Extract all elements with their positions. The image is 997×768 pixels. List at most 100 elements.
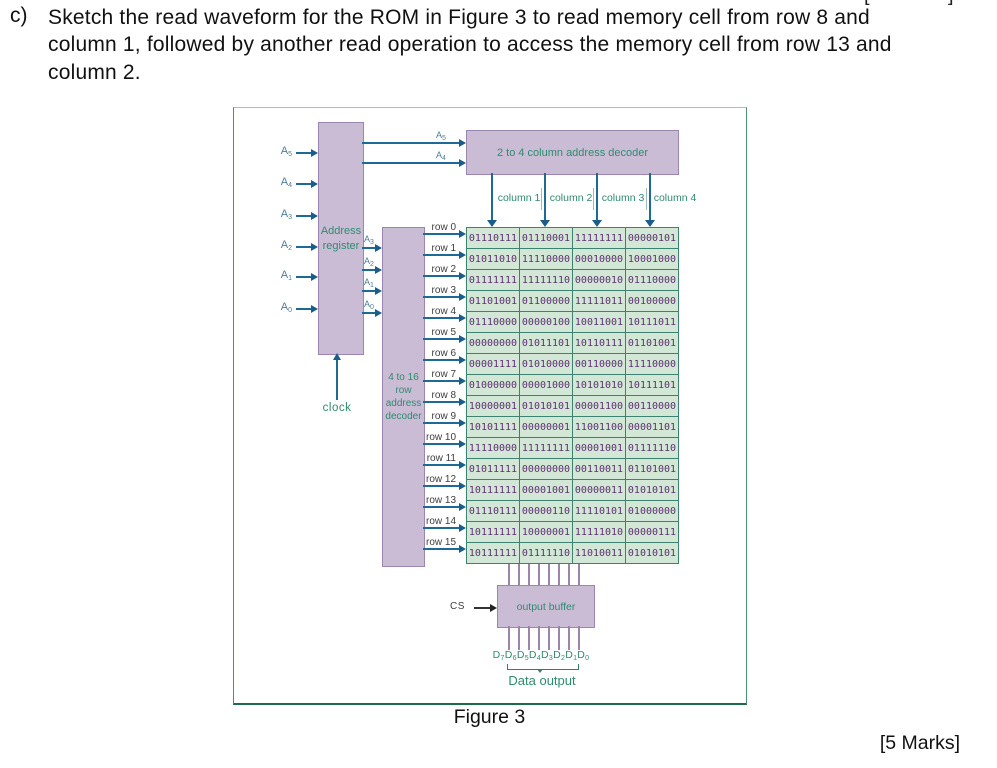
input-arrowhead (311, 212, 318, 220)
register-tap-arrowhead (375, 266, 382, 274)
row-label: row 15 (425, 537, 456, 548)
register-tap-line (362, 247, 375, 249)
row-arrow-line (423, 443, 459, 445)
memory-cell: 11110000 (626, 354, 679, 375)
data-line (568, 626, 570, 650)
row-arrowhead (459, 251, 466, 259)
data-bit-base: D (516, 649, 525, 661)
column-arrow-line (544, 173, 546, 221)
input-arrow-line (296, 308, 311, 310)
memory-cell: 10111111 (467, 480, 520, 501)
question-text: Sketch the read waveform for the ROM in … (48, 4, 963, 86)
register-output-label-base: A (436, 130, 443, 140)
clock-line (336, 358, 338, 400)
row-arrowhead (459, 419, 466, 427)
input-label: A2 (262, 239, 292, 252)
underbrace-notch (537, 669, 543, 673)
data-bit: D6 (504, 649, 517, 662)
marks-label: [5 Marks] (879, 732, 960, 754)
memory-cell: 11111011 (573, 291, 626, 312)
question-line: Sketch the read waveform for the ROM in … (48, 6, 870, 29)
register-tap-label: A3 (364, 234, 374, 246)
memory-cell: 00000000 (467, 333, 520, 354)
row-arrow-line (423, 548, 459, 550)
input-label: A1 (262, 269, 292, 282)
memory-cell: 00001101 (626, 417, 679, 438)
data-bit: D7 (493, 649, 505, 662)
data-bit-base: D (565, 649, 574, 661)
data-bits-label: D7D6D5D4D3D2D1D0 (492, 649, 590, 662)
memory-cell: 10000001 (467, 396, 520, 417)
data-line (518, 626, 520, 650)
memory-cell: 01110000 (626, 270, 679, 291)
register-tap-arrowhead (375, 244, 382, 252)
row-label: row 6 (431, 348, 456, 359)
column-label: column 1 (497, 192, 541, 204)
memory-cell: 11111110 (520, 270, 573, 291)
register-tap-line (362, 269, 375, 271)
input-label: A3 (262, 208, 292, 221)
memory-cell: 01100000 (520, 291, 573, 312)
column-label: column 4 (653, 192, 697, 204)
memory-cell: 01101001 (626, 459, 679, 480)
memory-cell: 01110111 (467, 501, 520, 522)
data-bit-sub: 5 (524, 655, 529, 662)
column-arrow-line (596, 173, 598, 221)
register-output-line (362, 162, 459, 164)
memory-cell: 00001100 (573, 396, 626, 417)
register-output-label-base: A (436, 150, 443, 160)
memory-cell: 10000001 (520, 522, 573, 543)
row-label: row 8 (431, 390, 456, 401)
register-tap-label-sub: 0 (370, 304, 374, 311)
memory-cell: 00110000 (573, 354, 626, 375)
register-output-label: A5 (436, 130, 446, 142)
input-label: A5 (262, 145, 292, 158)
register-tap-label: A0 (364, 299, 374, 311)
memory-cell: 10111111 (467, 522, 520, 543)
memory-cell: 01011111 (467, 459, 520, 480)
row-label: row 3 (431, 285, 456, 296)
row-arrow-line (423, 317, 459, 319)
input-label-base: A (280, 145, 289, 157)
memory-cell: 00000100 (520, 312, 573, 333)
clock-label: clock (322, 402, 352, 414)
data-bit-base: D (504, 649, 513, 661)
row-arrow-line (423, 254, 459, 256)
memory-cell: 11111010 (573, 522, 626, 543)
input-arrowhead (311, 273, 318, 281)
data-bit: D2 (553, 649, 565, 662)
input-label: A4 (262, 176, 292, 189)
data-bit-sub: 3 (548, 655, 554, 662)
top-clipped-bracket-right: ] (948, 0, 954, 7)
memory-cell: 00000111 (626, 522, 679, 543)
register-tap-label: A1 (364, 277, 374, 289)
memory-cell: 00000011 (573, 480, 626, 501)
data-bit-sub: 4 (536, 655, 541, 662)
data-bit-base: D (528, 649, 537, 661)
memory-cell: 01010000 (520, 354, 573, 375)
data-bit: D3 (541, 649, 554, 662)
register-tap-label-sub: 1 (370, 282, 374, 289)
data-bit-sub: 6 (512, 655, 517, 662)
input-label-base: A (280, 301, 289, 313)
memory-cell: 01010101 (626, 543, 679, 564)
input-label-sub: 2 (288, 245, 292, 252)
question-line: column 2. (48, 60, 141, 84)
data-line (578, 626, 580, 650)
column-arrowhead (645, 220, 655, 227)
data-bit-base: D (541, 649, 549, 661)
input-label-sub: 4 (288, 182, 292, 189)
column-arrowhead (487, 220, 497, 227)
column-arrowhead (540, 220, 550, 227)
register-output-arrowhead (459, 159, 466, 167)
top-clipped-bracket-left: [ (864, 0, 870, 7)
input-arrow-line (296, 246, 311, 248)
data-line (538, 626, 540, 650)
row-arrow-line (423, 296, 459, 298)
column-arrowhead (592, 220, 602, 227)
memory-cell: 00001001 (573, 438, 626, 459)
column-arrow-line (649, 173, 651, 221)
memory-cell: 11110000 (520, 249, 573, 270)
